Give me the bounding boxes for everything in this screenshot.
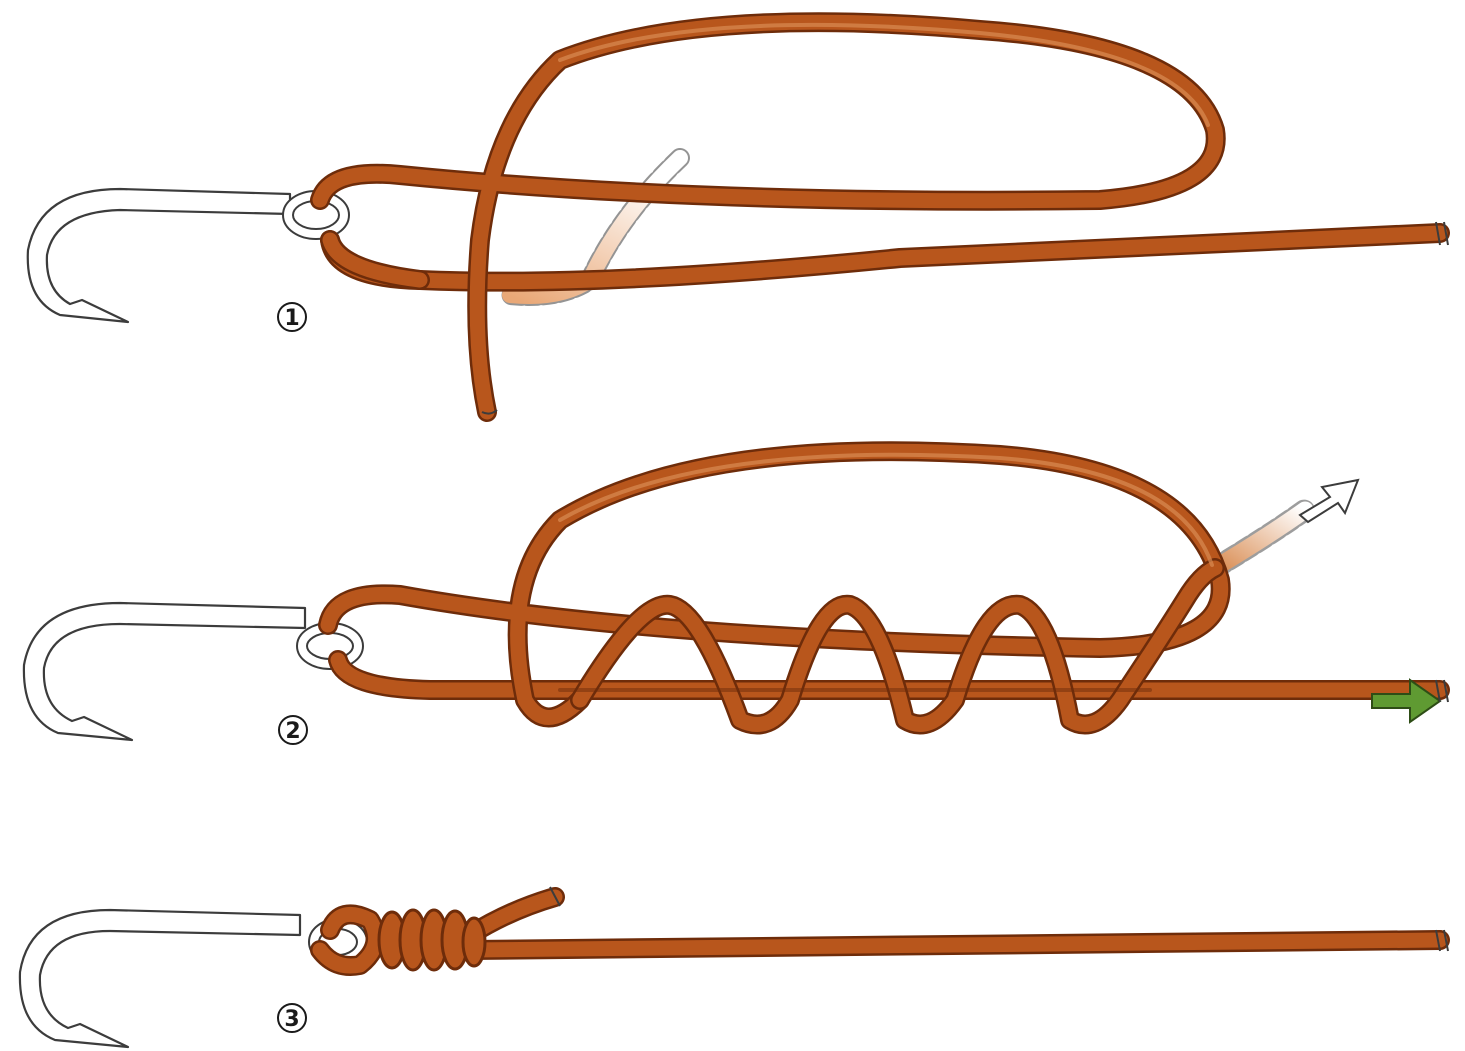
step-2-illustration: 2 [24, 451, 1440, 744]
step-3-number: 3 [284, 1007, 299, 1032]
knot-coils [379, 910, 485, 970]
step-1-illustration: 1 [28, 22, 1440, 412]
fish-hook-icon [28, 189, 344, 322]
step-3-illustration: 3 [20, 897, 1440, 1047]
cut-marks [482, 222, 1448, 951]
fish-hook-icon [24, 603, 358, 740]
fish-hook-icon [20, 910, 362, 1047]
line-step-3 [320, 897, 1440, 966]
step-1-number: 1 [284, 306, 299, 331]
line-step-1 [320, 22, 1440, 412]
step-2-number: 2 [285, 719, 300, 744]
line-step-2 [328, 451, 1440, 724]
